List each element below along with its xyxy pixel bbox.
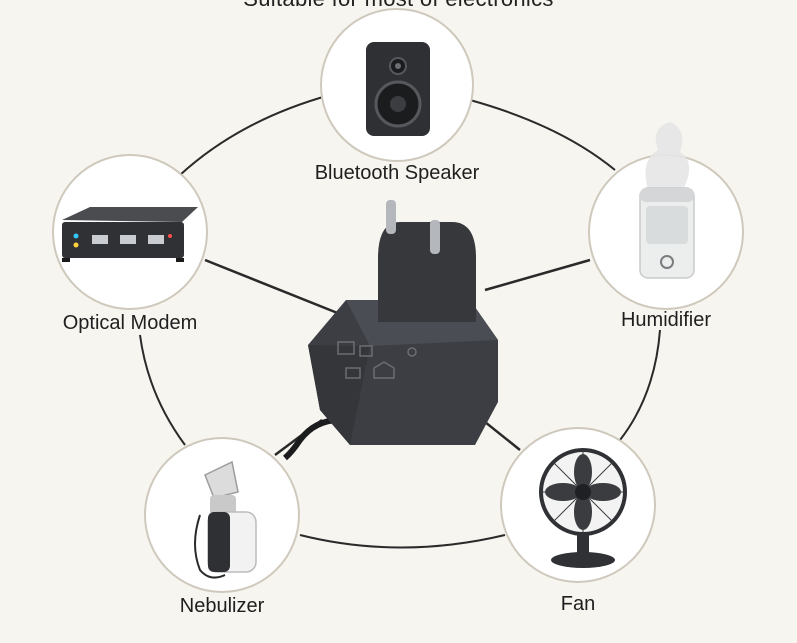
arc-fan-nebulizer	[299, 534, 506, 549]
power-adapter-icon	[283, 200, 498, 461]
label-fan: Fan	[560, 593, 596, 615]
arc-speaker-humidifier	[469, 99, 616, 171]
connector-ring	[139, 94, 661, 549]
fan-icon	[539, 448, 627, 568]
arc-nebulizer-modem	[139, 334, 186, 446]
adapter-cable	[283, 417, 341, 461]
page-title: Suitable for most of electronics	[0, 0, 797, 12]
humidifier-icon	[639, 122, 695, 279]
arc-modem-speaker	[179, 94, 331, 176]
nebulizer-icon	[194, 460, 257, 579]
spoke-humidifier	[484, 258, 591, 292]
label-nebulizer: Nebulizer	[179, 595, 265, 617]
label-bluetooth-speaker: Bluetooth Speaker	[314, 162, 480, 184]
modem-icon	[62, 207, 198, 262]
arc-humidifier-fan	[619, 329, 661, 441]
speaker-icon	[366, 42, 430, 136]
label-optical-modem: Optical Modem	[62, 312, 198, 334]
label-humidifier: Humidifier	[620, 309, 712, 331]
spoke-modem	[204, 258, 351, 320]
